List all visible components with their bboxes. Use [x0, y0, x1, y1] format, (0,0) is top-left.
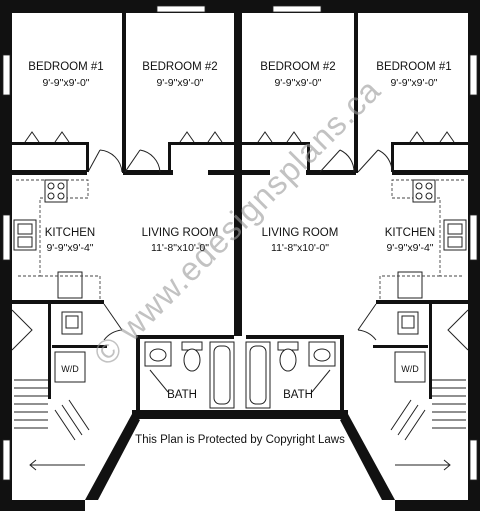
kitchen-right-name: KITCHEN: [385, 227, 435, 239]
bedroom-1-left-name: BEDROOM #1: [28, 61, 103, 73]
room-labels: BEDROOM #1 9'-9"x9'-0" BEDROOM #2 9'-9"x…: [28, 61, 451, 401]
windows: [2, 5, 478, 481]
kitchen-right-fixtures: [379, 179, 467, 300]
bedroom-2-right-dim: 9'-9"x9'-0": [274, 77, 321, 89]
bedroom-2-right-name: BEDROOM #2: [260, 61, 335, 73]
wd-left-label: W/D: [61, 364, 79, 374]
bedroom-2-left-name: BEDROOM #2: [142, 61, 217, 73]
interior-walls: [12, 13, 468, 413]
bath-left-fixtures: [144, 341, 235, 409]
kitchen-right-dim: 9'-9"x9'-4": [386, 242, 433, 254]
service-fixtures: [54, 303, 426, 383]
bedroom-1-left-dim: 9'-9"x9'-0": [42, 77, 89, 89]
kitchen-left-dim: 9'-9"x9'-4": [46, 242, 93, 254]
living-room-left-name: LIVING ROOM: [142, 227, 219, 239]
bath-left-name: BATH: [167, 389, 197, 401]
bedroom-1-right-name: BEDROOM #1: [376, 61, 451, 73]
stairs-right: [390, 309, 469, 471]
room-doors: [87, 149, 393, 173]
copyright-notice: This Plan is Protected by Copyright Laws: [135, 434, 345, 446]
bedroom-2-left-dim: 9'-9"x9'-0": [156, 77, 203, 89]
bath-right-name: BATH: [283, 389, 313, 401]
wd-right-label: W/D: [401, 364, 419, 374]
closet-doors: [24, 131, 455, 143]
living-room-right-name: LIVING ROOM: [262, 227, 339, 239]
kitchen-left-name: KITCHEN: [45, 227, 95, 239]
bath-right-fixtures: [245, 341, 336, 409]
stairs-left: [11, 309, 90, 471]
bedroom-1-right-dim: 9'-9"x9'-0": [390, 77, 437, 89]
living-room-right-dim: 11'-8"x10'-0": [271, 242, 329, 254]
living-room-left-dim: 11'-8"x10'-0": [151, 242, 209, 254]
kitchen-left-fixtures: [13, 179, 101, 300]
